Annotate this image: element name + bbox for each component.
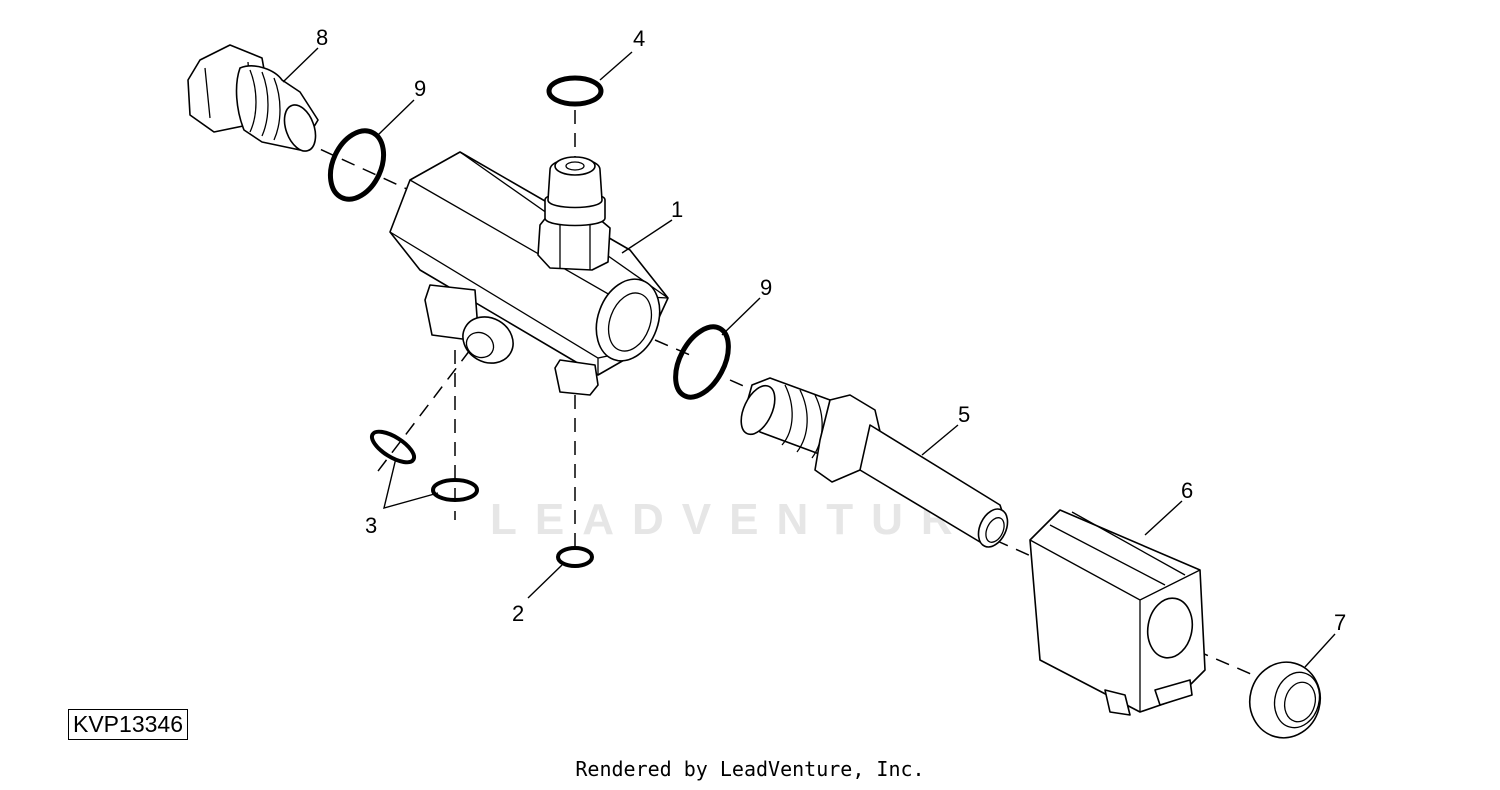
part-4-oring-top xyxy=(546,75,604,107)
part-2-oring xyxy=(556,546,594,568)
callout-9-left: 9 xyxy=(414,76,426,101)
part-6-solenoid-coil xyxy=(1029,509,1206,716)
callout-6: 6 xyxy=(1181,478,1193,503)
callout-8: 8 xyxy=(316,25,328,50)
callout-1: 1 xyxy=(671,197,683,222)
part-5-valve-cartridge xyxy=(740,377,1009,548)
part-7-nut xyxy=(1248,661,1322,739)
rendered-by-footer: Rendered by LeadVenture, Inc. xyxy=(575,757,925,781)
leader-lines xyxy=(282,47,1336,668)
part-9-oring-left xyxy=(327,128,387,202)
callout-3: 3 xyxy=(365,513,377,538)
part-3-oring-a xyxy=(369,429,417,465)
part-9-oring-right xyxy=(673,324,731,400)
centerlines xyxy=(299,110,1266,681)
drawing-id-label: KVP13346 xyxy=(68,709,188,740)
callout-9-right: 9 xyxy=(760,275,772,300)
callout-2: 2 xyxy=(512,601,524,626)
part-1-valve-housing xyxy=(389,151,669,396)
part-8-plug xyxy=(187,44,319,152)
callout-5: 5 xyxy=(958,402,970,427)
callout-4: 4 xyxy=(633,26,645,51)
part-3-oring-b xyxy=(431,478,479,502)
callout-7: 7 xyxy=(1334,610,1346,635)
callout-labels: 8 4 9 1 9 5 6 7 3 2 xyxy=(316,25,1346,635)
